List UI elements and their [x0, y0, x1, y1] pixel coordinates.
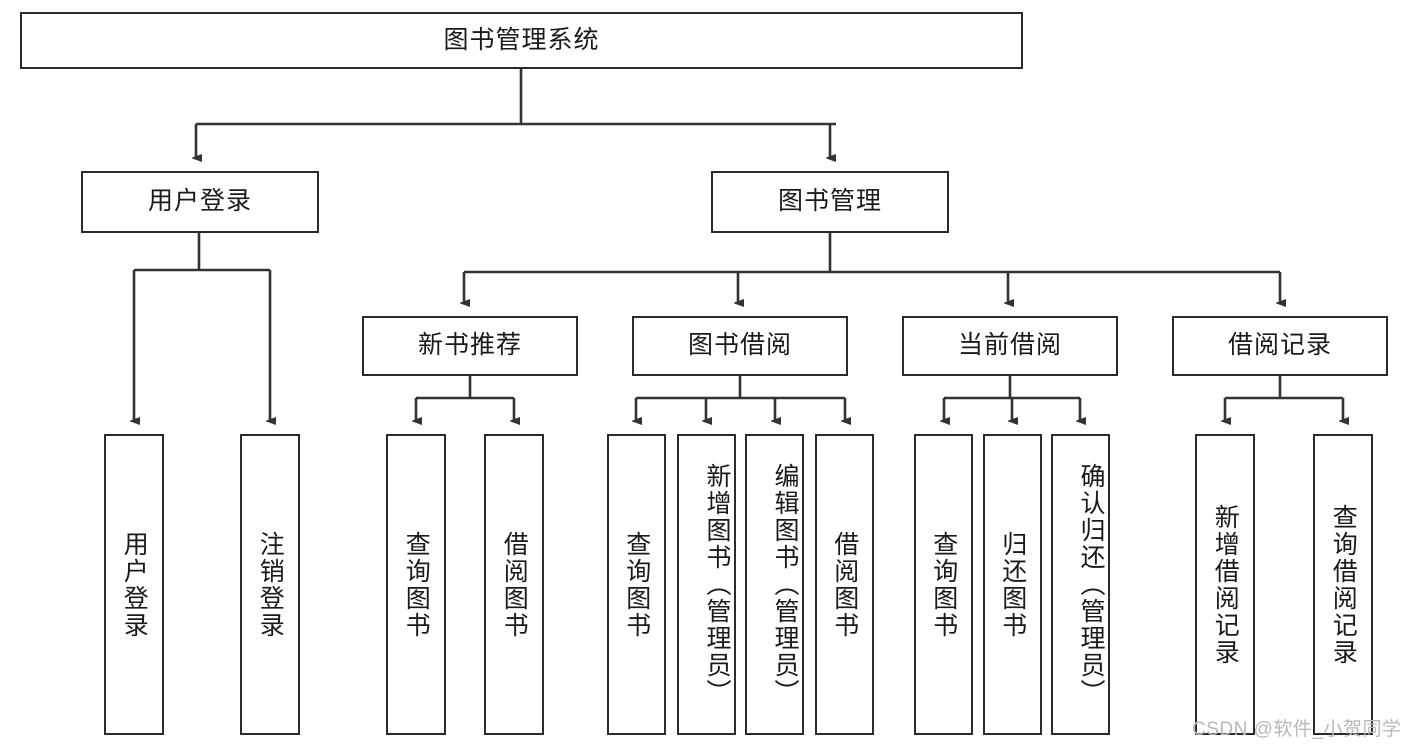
node-leaf-confirm-return[interactable]: 确认归还（管理员） — [1051, 434, 1110, 735]
node-borrow-record[interactable]: 借阅记录 — [1172, 316, 1388, 376]
node-leaf-return-book[interactable]: 归还图书 — [983, 434, 1042, 735]
node-current-borrow-label: 当前借阅 — [957, 331, 1062, 360]
node-leaf-query-book-rec-label: 查询图书 — [402, 530, 431, 639]
node-book-manage-label: 图书管理 — [777, 187, 882, 216]
node-book-borrow[interactable]: 图书借阅 — [632, 316, 848, 376]
node-book-manage[interactable]: 图书管理 — [711, 171, 949, 233]
node-leaf-logout[interactable]: 注销登录 — [240, 434, 300, 735]
node-leaf-query-book[interactable]: 查询图书 — [607, 434, 666, 735]
node-user-login-label: 用户登录 — [147, 187, 252, 216]
node-leaf-borrow-book-rec-label: 借阅图书 — [500, 530, 529, 639]
node-leaf-logout-label: 注销登录 — [256, 530, 285, 639]
node-root[interactable]: 图书管理系统 — [20, 12, 1023, 69]
node-leaf-user-login[interactable]: 用户登录 — [104, 434, 164, 735]
watermark-text: CSDN @软件_小贺同学 — [1192, 719, 1402, 740]
node-leaf-query-book-rec[interactable]: 查询图书 — [386, 434, 446, 735]
node-leaf-query-record-label: 查询借阅记录 — [1329, 503, 1358, 666]
node-leaf-query-current[interactable]: 查询图书 — [914, 434, 973, 735]
node-leaf-add-book[interactable]: 新增图书（管理员） — [677, 434, 736, 735]
node-root-label: 图书管理系统 — [443, 25, 600, 54]
node-book-borrow-label: 图书借阅 — [687, 331, 792, 360]
node-current-borrow[interactable]: 当前借阅 — [902, 316, 1118, 376]
node-leaf-edit-book[interactable]: 编辑图书（管理员） — [745, 434, 804, 735]
node-leaf-borrow-book-rec[interactable]: 借阅图书 — [484, 434, 544, 735]
node-leaf-borrow-book-label: 借阅图书 — [830, 530, 859, 639]
node-borrow-record-label: 借阅记录 — [1227, 331, 1332, 360]
node-leaf-edit-book-label: 编辑图书（管理员） — [771, 463, 799, 706]
node-leaf-confirm-return-label: 确认归还（管理员） — [1077, 463, 1105, 706]
node-leaf-query-record[interactable]: 查询借阅记录 — [1313, 434, 1373, 735]
node-leaf-borrow-book[interactable]: 借阅图书 — [815, 434, 874, 735]
node-leaf-user-login-label: 用户登录 — [120, 530, 149, 639]
node-leaf-add-book-label: 新增图书（管理员） — [703, 463, 731, 706]
node-leaf-add-record-label: 新增借阅记录 — [1211, 503, 1240, 666]
node-leaf-query-book-label: 查询图书 — [622, 530, 651, 639]
node-user-login[interactable]: 用户登录 — [81, 171, 319, 233]
node-leaf-add-record[interactable]: 新增借阅记录 — [1195, 434, 1255, 735]
node-leaf-query-current-label: 查询图书 — [929, 530, 958, 639]
node-new-book-rec-label: 新书推荐 — [417, 331, 522, 360]
node-new-book-rec[interactable]: 新书推荐 — [362, 316, 578, 376]
node-leaf-return-book-label: 归还图书 — [998, 530, 1027, 639]
